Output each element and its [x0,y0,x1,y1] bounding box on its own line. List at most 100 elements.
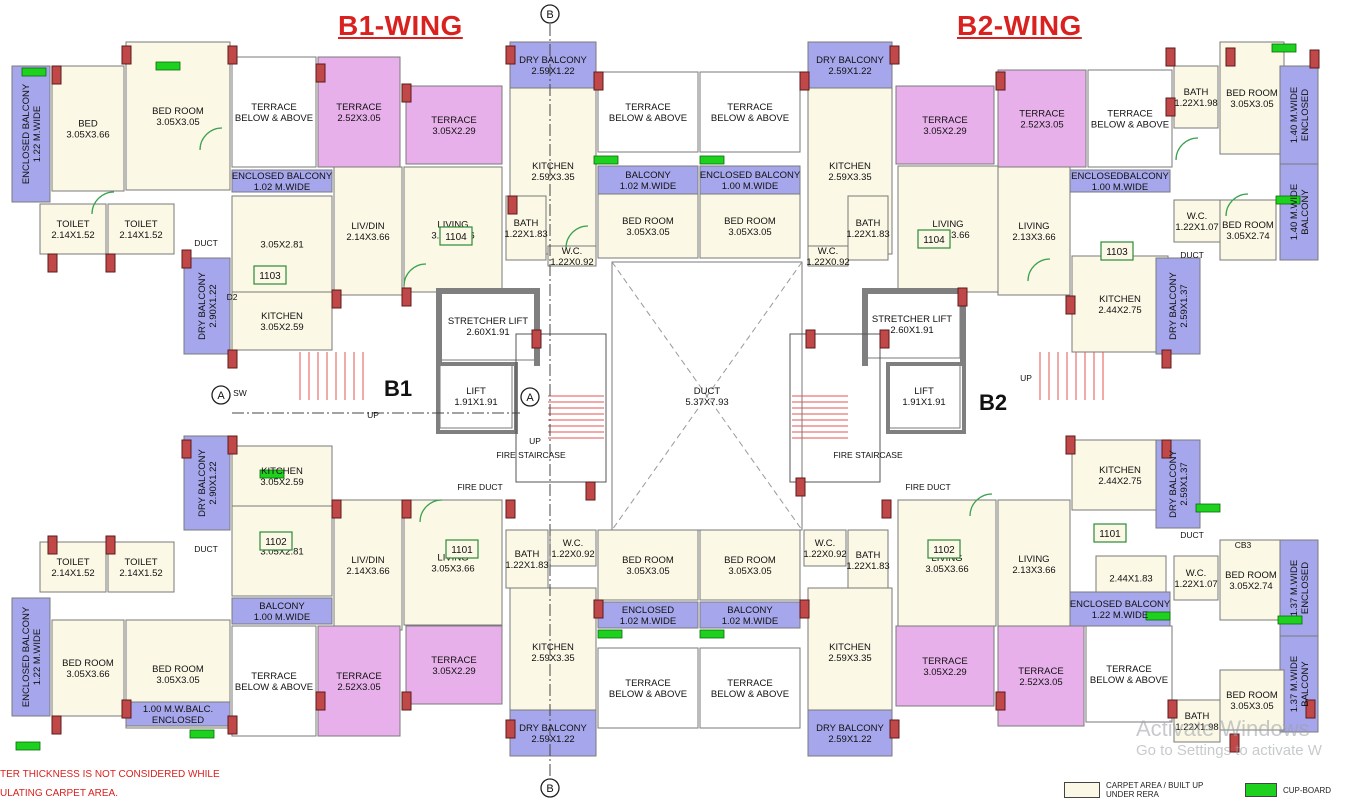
legend-carpet-label: CARPET AREA / BUILT UP UNDER RERA [1106,781,1204,799]
column-marker [505,719,516,739]
room-fill-enclosed-1-02-m-wide [597,601,699,629]
core-wall [886,362,890,434]
building-b2-label: B2 [979,390,1008,415]
room-fill-kitchen-2-44x2-75 [1071,255,1169,353]
column-marker [121,699,132,719]
core-wall [436,288,540,294]
misc-label-fire-duct: FIRE DUCT [457,482,502,492]
room-fill-dry-balcony-2-59x1-37 [1155,257,1201,355]
column-marker [401,691,412,711]
core-wall [862,288,966,294]
room-fill-balcony-1-00-m-wide [231,597,333,625]
room-fill-toilet-2-14x1-52 [107,203,175,255]
column-marker [181,439,192,459]
column-marker [227,349,238,369]
section-marker-circle [540,778,560,798]
unit-number-1101: 1101 [1099,529,1121,540]
column-marker [805,329,816,349]
room-fill-enclosed-balcony-1-02-m-wide [231,169,333,193]
room-fill-bath-1-22x1-98 [1173,65,1219,129]
core-wall [862,288,868,366]
misc-label-duct: DUCT [194,238,218,248]
core-wall [436,362,440,434]
room-fill-enclosed-balcony-1-22-m-wide [11,597,51,717]
room-label-1-40-m-wide-balcony: 1.40 M.WIDEBALCONY [1289,184,1311,241]
section-marker-a: A [217,390,225,402]
column-marker [401,499,412,519]
b1-wing-title: B1-WING [338,10,463,41]
room-label-dry-balcony-2-59x1-37: DRY BALCONY2.59X1.37 [1168,271,1190,339]
unit-number-box [445,539,479,559]
section-marker-circle [520,387,540,407]
cupboard-marker [189,729,215,739]
core-wall [962,362,966,434]
cupboard-marker [155,61,181,71]
core-wall [436,430,518,434]
column-marker [105,535,116,555]
room-fill-dry-balcony-2-90x1-22 [183,435,231,531]
door-swing [565,225,589,249]
room-fill-bed-3-05x3-66 [51,65,125,192]
room-label-enclosed-balcony-1-22-m-wide: ENCLOSED BALCONY1.22 M.WIDE [21,606,43,707]
column-marker [1065,295,1076,315]
door-swing [91,191,115,215]
room-fill-terrace-below-above [699,71,801,153]
room-fill-toilet-2-14x1-52 [39,203,107,255]
room-fill-w-c-1-22x0-92 [547,245,597,267]
room-fill-bath-1-22x1-83 [847,529,889,591]
door-swing [419,499,443,523]
misc-label-d2: D2 [227,292,238,302]
room-fill-terrace-below-above [597,647,699,729]
unit-number-box [253,265,287,285]
misc-label-fire-duct: FIRE DUCT [905,482,950,492]
section-marker-circle [211,385,231,405]
misc-label-cb3: CB3 [1235,540,1252,550]
unit-number-box [439,226,473,246]
room-fill-terrace-3-05x2-29 [895,85,995,165]
column-marker [531,329,542,349]
unit-number-box [259,531,293,551]
column-marker [227,45,238,65]
room-fill-terrace-2-52x3-05 [997,625,1085,727]
cupboard-marker [21,67,47,77]
column-marker [995,691,1006,711]
room-label-w-c-1-22x0-92: W.C.1.22X0.92 [550,246,593,268]
watermark-title: Activate Windows [1136,716,1310,741]
column-marker [585,481,596,501]
cupboard-marker [1277,615,1303,625]
section-marker-b: B [546,783,553,795]
column-marker [505,499,516,519]
room-fill-w-c-1-22x0-92 [803,529,847,567]
unit-number-1101: 1101 [451,545,473,556]
room-fill-terrace-below-above [1087,69,1173,168]
column-marker [1305,699,1316,719]
room-fill-dry-balcony-2-59x1-22 [509,709,597,757]
core-wall [436,362,518,366]
room-label-room-2-44x1-83: 2.44X1.83 [1109,574,1152,585]
core-wall [960,288,966,366]
room-fill-bed-room-3-05x3-05 [597,529,699,601]
unit-number-box [927,539,961,559]
misc-label-fire-staircase: FIRE STAIRCASE [496,450,566,460]
